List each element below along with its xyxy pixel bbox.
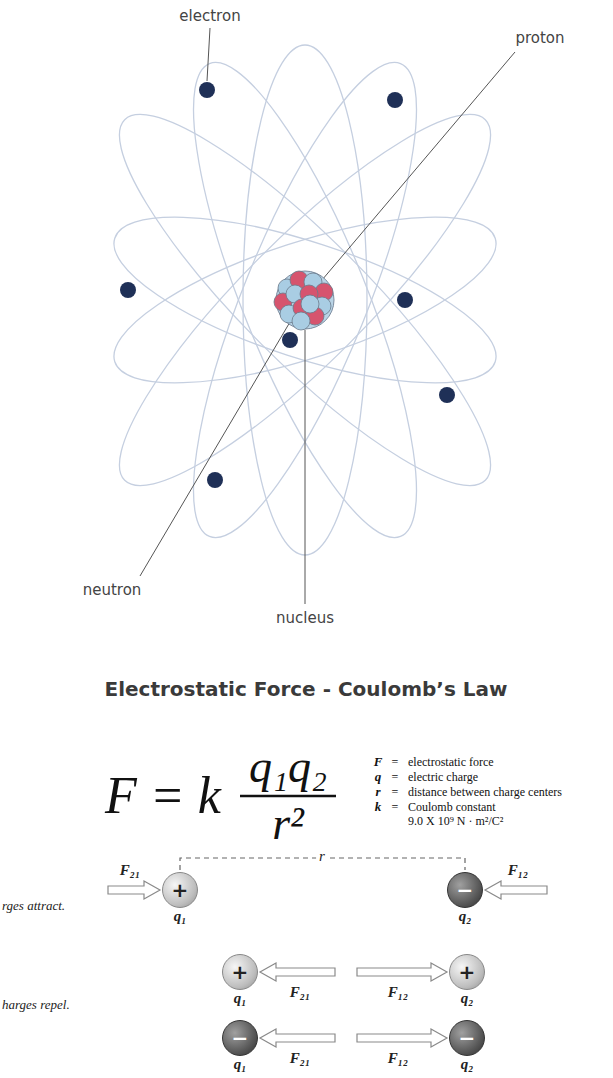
charge-label: q₂ xyxy=(459,908,472,925)
formula-text: F = k xyxy=(105,770,221,822)
force-label: F₁₂ xyxy=(508,862,528,879)
charge-label: q₂ xyxy=(461,990,474,1007)
nucleon xyxy=(292,312,310,330)
charge-label: q₂ xyxy=(461,1056,474,1073)
force-label: F₁₂ xyxy=(388,984,408,1001)
caption-text: harges repel. xyxy=(2,998,70,1013)
formula-denominator: r² xyxy=(272,801,304,847)
electron-dot xyxy=(397,292,413,308)
force-label: F₂₁ xyxy=(290,984,310,1001)
force-label: F₁₂ xyxy=(388,1050,408,1067)
definition: electrostatic force xyxy=(408,756,494,770)
electron-dot xyxy=(120,282,136,298)
charge-sphere: +q₁ xyxy=(162,872,198,908)
charge-label: q₁ xyxy=(234,990,247,1007)
charge-sphere: −q₁ xyxy=(222,1020,258,1056)
symbol: k xyxy=(375,800,382,815)
part-label: nucleus xyxy=(276,610,334,627)
definition: Coulomb constant xyxy=(408,801,496,815)
definition: electric charge xyxy=(408,771,478,785)
distance-label: r xyxy=(316,848,328,865)
charge-sign: + xyxy=(459,962,476,982)
title: Electrostatic Force - Coulomb’s Law xyxy=(105,678,508,701)
electrons xyxy=(120,82,455,488)
nucleon xyxy=(301,295,319,313)
charge-sphere: +q₂ xyxy=(449,954,485,990)
symbol: q xyxy=(375,770,382,785)
force-arrow xyxy=(108,881,160,899)
caption-text: rges attract. xyxy=(2,899,65,914)
force-arrow xyxy=(260,1029,335,1047)
equals-sign: = xyxy=(392,756,399,770)
charge-sign: − xyxy=(459,1028,476,1048)
symbol: r xyxy=(375,785,380,800)
equals-sign: = xyxy=(392,786,399,800)
force-arrow xyxy=(485,881,547,899)
charge-sign: − xyxy=(457,880,474,900)
nucleus xyxy=(274,271,334,330)
charge-label: q₁ xyxy=(234,1056,247,1073)
leader-line xyxy=(305,330,306,604)
leader-line xyxy=(207,28,210,81)
leader-lines xyxy=(140,28,515,604)
equals-sign: = xyxy=(392,771,399,785)
charge-sphere: −q₂ xyxy=(449,1020,485,1056)
part-label: neutron xyxy=(83,582,142,599)
force-label: F₂₁ xyxy=(290,1050,310,1067)
force-arrow xyxy=(357,963,447,981)
formula-numerator: q₁q₂ xyxy=(249,744,327,790)
force-arrow xyxy=(357,1029,447,1047)
charge-sphere: −q₂ xyxy=(447,872,483,908)
charge-label: q₁ xyxy=(174,908,187,925)
electron-dot xyxy=(282,332,298,348)
charge-sign: + xyxy=(172,880,189,900)
charge-sign: − xyxy=(232,1028,249,1048)
charge-sphere: +q₁ xyxy=(222,954,258,990)
leader-line xyxy=(140,322,290,576)
force-arrow xyxy=(260,963,335,981)
fraction-bar xyxy=(240,795,336,798)
charge-sign: + xyxy=(232,962,249,982)
electron-dot xyxy=(387,92,403,108)
definition: distance between charge centers xyxy=(408,786,562,800)
electron-dot xyxy=(199,82,215,98)
force-label: F₂₁ xyxy=(120,862,140,879)
part-label: electron xyxy=(179,8,240,25)
electron-dot xyxy=(439,387,455,403)
symbol: F xyxy=(374,755,383,770)
electron-dot xyxy=(207,472,223,488)
constant-value: 9.0 X 10⁹ N · m²/C² xyxy=(408,815,503,829)
leader-line xyxy=(322,52,515,280)
equals-sign: = xyxy=(392,801,399,815)
part-label: proton xyxy=(515,30,564,47)
